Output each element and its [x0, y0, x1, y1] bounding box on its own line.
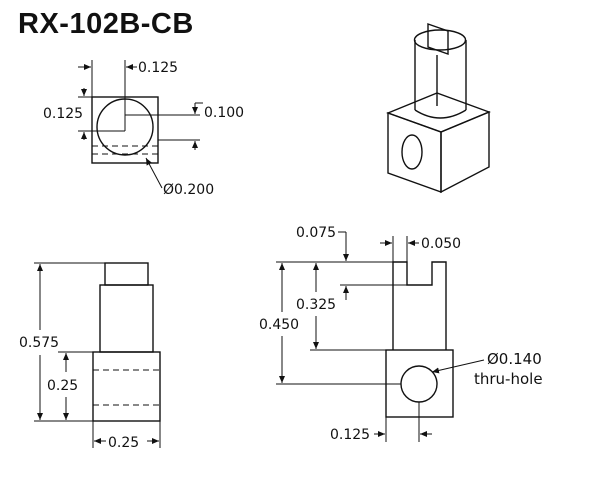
- front-view-shaft: [99, 284, 154, 353]
- dim-top-diameter: Ø0.200: [163, 182, 214, 198]
- dim-top-offset-y: 0.100: [204, 105, 244, 121]
- dim-top-offset-x: 0.125: [43, 106, 83, 122]
- front-view-block: [92, 351, 161, 422]
- part-number-title: RX-102B-CB: [18, 8, 194, 40]
- front-view-shaft-tip: [104, 262, 149, 286]
- iso-thru-hole: [401, 134, 423, 170]
- iso-shaft-top: [413, 29, 467, 51]
- iso-shaft-base: [414, 109, 467, 119]
- hole-diameter-label: Ø0.140: [487, 350, 542, 368]
- dim-block-width: 0.25: [108, 435, 139, 451]
- side-view-thru-hole: [400, 365, 438, 403]
- top-view: 0.125 0.125 0.100 Ø0.200: [43, 60, 244, 198]
- iso-block-top-face: [386, 92, 491, 133]
- dim-slot-depth: 0.075: [296, 225, 336, 241]
- iso-block-side-face: [440, 110, 490, 194]
- dim-top-width: 0.125: [138, 60, 178, 76]
- hole-leader: [431, 359, 485, 374]
- dim-shaft-height: 0.325: [296, 297, 336, 313]
- diameter-leader: [145, 157, 163, 189]
- side-view-slotted-shaft: [392, 261, 447, 350]
- dim-overall-height: 0.450: [259, 317, 299, 333]
- iso-slot: [427, 23, 449, 55]
- dim-slot-width: 0.050: [421, 236, 461, 252]
- isometric-view: [386, 23, 491, 194]
- dim-hole-offset: 0.125: [330, 427, 370, 443]
- side-view: 0.075 0.050 0.325 0.450 0.125 Ø0.140 thr…: [259, 225, 543, 443]
- dim-total-height: 0.575: [19, 335, 59, 351]
- iso-block-front-face: [387, 112, 442, 193]
- hole-note-label: thru-hole: [474, 370, 543, 388]
- dim-block-height: 0.25: [47, 378, 78, 394]
- front-view: 0.575 0.25 0.25: [19, 262, 161, 451]
